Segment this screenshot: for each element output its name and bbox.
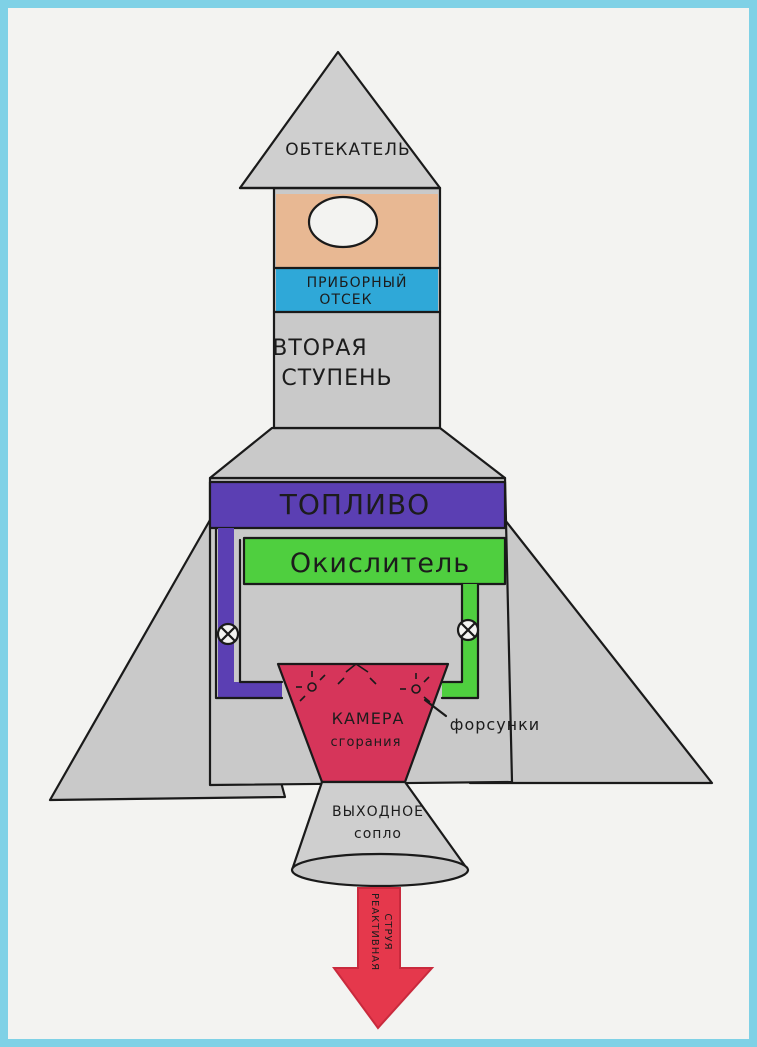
jet-label-line2: СТРУЯ	[382, 913, 393, 950]
jet-label-line1: РЕАКТИВНАЯ	[369, 893, 380, 971]
nozzle-label-line2: сопло	[354, 826, 402, 842]
nozzle-exit-rim	[292, 854, 468, 886]
porthole	[309, 197, 377, 247]
oxidizer-valve-icon	[458, 620, 478, 640]
oxidizer-label: Окислитель	[290, 548, 470, 579]
fuel-valve-icon	[218, 624, 238, 644]
second-stage-label-line1: ВТОРАЯ	[272, 336, 367, 361]
instrument-bay-label-line1: ПРИБОРНЫЙ	[307, 273, 408, 291]
combustion-chamber-label-line1: КАМЕРА	[332, 709, 405, 728]
interstage-cone	[210, 428, 505, 478]
second-stage-label-line2: СТУПЕНЬ	[281, 366, 392, 391]
nozzle-label-line1: ВЫХОДНОЕ	[332, 804, 424, 820]
combustion-chamber-label-line2: сгорания	[331, 735, 402, 750]
exhaust-jet-arrow	[334, 888, 432, 1028]
fairing-cone	[240, 52, 440, 188]
injectors-label: форсунки	[450, 715, 540, 734]
fuel-label: ТОПЛИВО	[279, 488, 430, 521]
fairing-label: ОБТЕКАТЕЛЬ	[285, 140, 410, 160]
instrument-bay-label-line2: ОТСЕК	[319, 292, 372, 308]
